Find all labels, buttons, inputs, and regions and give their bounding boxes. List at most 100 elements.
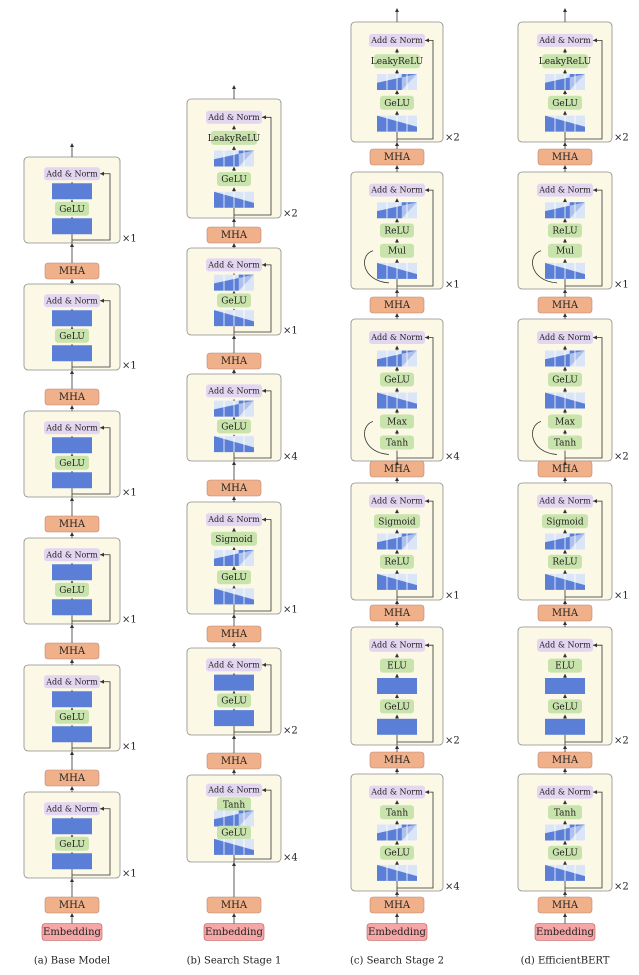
arrow-head <box>232 735 236 739</box>
arrow-head <box>395 366 399 371</box>
caption-c: (c) Search Stage 2 <box>350 956 444 967</box>
mha-label: MHA <box>552 900 579 911</box>
arrow-head <box>70 913 74 917</box>
arrow-head <box>593 335 597 340</box>
activation-label: GeLU <box>384 376 410 386</box>
activation-label: Tanh <box>223 800 245 810</box>
arrow-head <box>232 243 236 247</box>
residual-connection <box>72 300 111 368</box>
add-norm-label: Add & Norm <box>207 660 260 669</box>
arrow-head <box>70 751 74 755</box>
add-norm-label: Add & Norm <box>538 788 591 797</box>
arrow-head <box>563 745 567 749</box>
arrow-head <box>563 461 567 465</box>
add-norm-label: Add & Norm <box>207 260 260 269</box>
activation-label: LeakyReLU <box>371 57 424 67</box>
dense-layer <box>52 726 92 743</box>
activation-label: GeLU <box>552 702 578 712</box>
mha-label: MHA <box>59 266 86 277</box>
arrow-head <box>100 298 104 303</box>
expand-fade <box>569 202 585 219</box>
arrow-head <box>395 387 399 392</box>
arrow-head <box>232 145 236 150</box>
activation-block <box>380 805 414 820</box>
arrow-head <box>232 546 236 551</box>
arrow-head <box>593 499 597 504</box>
arrow-head <box>100 171 104 176</box>
activation-block <box>380 435 414 450</box>
arrow-head <box>232 369 236 373</box>
activation-block <box>380 554 414 569</box>
arrow-head <box>232 218 236 222</box>
add-norm-block <box>44 675 100 689</box>
arrow-head <box>563 366 567 371</box>
mha-label: MHA <box>221 356 248 367</box>
activation-block <box>380 243 414 258</box>
embedding-label: Embedding <box>536 927 595 938</box>
activation-block <box>380 95 414 110</box>
mha-label: MHA <box>221 756 248 767</box>
arrow-head <box>563 313 567 317</box>
repeat-count: ×1 <box>122 615 137 626</box>
activation-block <box>55 836 89 851</box>
mha-label: MHA <box>552 608 579 619</box>
arrow-head <box>232 585 236 590</box>
arrow-head <box>563 600 567 604</box>
mha-label: MHA <box>221 230 248 241</box>
add-norm-label: Add & Norm <box>370 641 423 650</box>
add-norm-label: Add & Norm <box>207 786 260 795</box>
activation-label: GeLU <box>552 849 578 859</box>
arrow-head <box>563 408 567 413</box>
caption-b: (b) Search Stage 1 <box>187 956 282 967</box>
repeat-count: ×4 <box>445 452 460 463</box>
arrow-head <box>100 806 104 811</box>
add-norm-block <box>537 33 593 47</box>
arrow-head <box>395 313 399 317</box>
arrow-head <box>563 258 567 263</box>
add-norm-block <box>537 785 593 799</box>
arrow-head <box>563 345 567 350</box>
add-norm-block <box>369 331 425 344</box>
arrow-head <box>395 768 399 772</box>
arrow-head <box>563 48 567 53</box>
arrow-head <box>593 38 597 43</box>
arrow-head <box>232 335 236 339</box>
activation-block <box>217 419 251 434</box>
arrow-head <box>563 714 567 719</box>
activation-label: GeLU <box>384 849 410 859</box>
dense-layer <box>214 710 254 727</box>
activation-block <box>548 699 582 714</box>
activation-block <box>55 582 89 597</box>
arrow-head <box>70 659 74 663</box>
arrow-head <box>395 90 399 94</box>
mha-label: MHA <box>552 300 579 311</box>
repeat-count: ×4 <box>283 853 298 864</box>
add-norm-block <box>206 110 262 124</box>
add-norm-label: Add & Norm <box>538 641 591 650</box>
residual-connection <box>72 427 111 495</box>
activation-block <box>542 514 588 529</box>
arrow-head <box>70 786 74 790</box>
repeat-count: ×4 <box>283 452 298 463</box>
arrow-head <box>70 878 74 882</box>
dense-layer <box>52 818 92 835</box>
residual-connection <box>234 519 272 612</box>
add-norm-label: Add & Norm <box>45 169 98 178</box>
expand-fade <box>238 274 254 291</box>
add-norm-label: Add & Norm <box>370 333 423 342</box>
add-norm-label: Add & Norm <box>538 186 591 195</box>
expand-fade <box>401 533 417 550</box>
residual-connection <box>72 554 111 622</box>
expand-fade <box>569 824 585 841</box>
arrow-head <box>395 745 399 749</box>
activation-label: ReLU <box>384 558 410 568</box>
expand-fade <box>238 810 254 827</box>
activation-block <box>217 693 251 708</box>
activation-block <box>217 293 251 308</box>
